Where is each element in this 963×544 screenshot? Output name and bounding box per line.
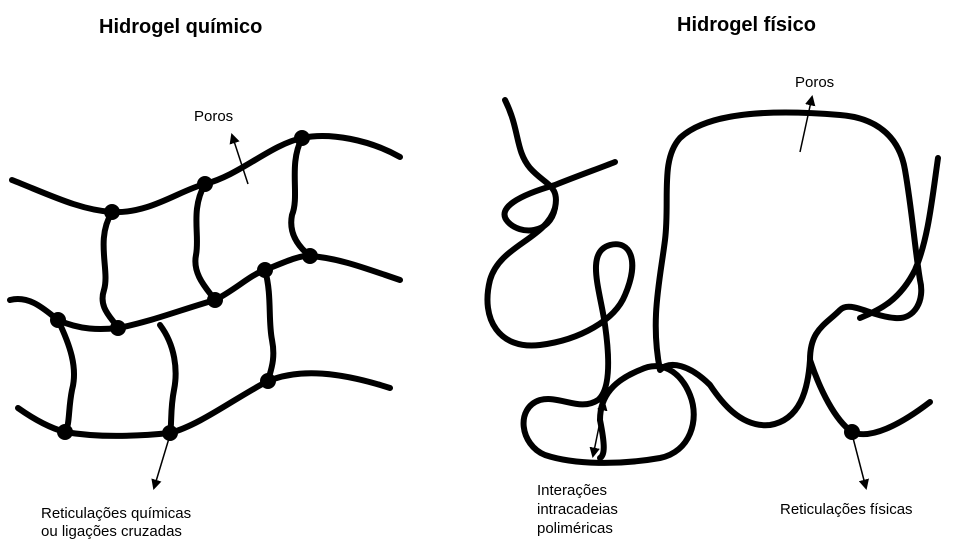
chemical-crosslink-dot — [302, 248, 318, 264]
chemical-crosslink-dot — [162, 425, 178, 441]
physical-polymer-chain — [505, 100, 615, 230]
chemical-crosslink-dot — [110, 320, 126, 336]
chemical-crosslink-dot — [57, 424, 73, 440]
chemical-crossbar — [265, 270, 273, 381]
chemical-pores-arrow — [232, 135, 248, 184]
chemical-crosslink-dot — [104, 204, 120, 220]
chemical-crossbar — [291, 138, 310, 256]
physical-network — [487, 97, 938, 488]
chemical-network — [10, 130, 400, 488]
physical-pores-arrow — [800, 97, 812, 152]
chemical-crosslink-dot — [207, 292, 223, 308]
chemical-crosslink-dot — [294, 130, 310, 146]
physical-polymer-chain — [860, 158, 938, 318]
chemical-crosslink-dot — [50, 312, 66, 328]
chemical-chain-top — [12, 136, 400, 212]
chemical-crosslink-dot — [197, 176, 213, 192]
chemical-crosslink-dot — [260, 373, 276, 389]
physical-crosslink-arrow — [852, 434, 866, 488]
chemical-crossbar — [58, 320, 74, 432]
physical-crosslink-dot — [844, 424, 860, 440]
physical-polymer-chain — [656, 112, 922, 425]
chemical-crossbar — [160, 325, 176, 433]
physical-polymer-chain — [810, 360, 930, 434]
chemical-crosslink-arrow — [154, 435, 170, 488]
physical-polymer-chain — [600, 420, 604, 458]
chemical-crossbar — [103, 212, 118, 328]
chemical-crossbar — [195, 184, 215, 300]
chemical-chain-middle — [10, 256, 400, 329]
chemical-crosslink-dot — [257, 262, 273, 278]
